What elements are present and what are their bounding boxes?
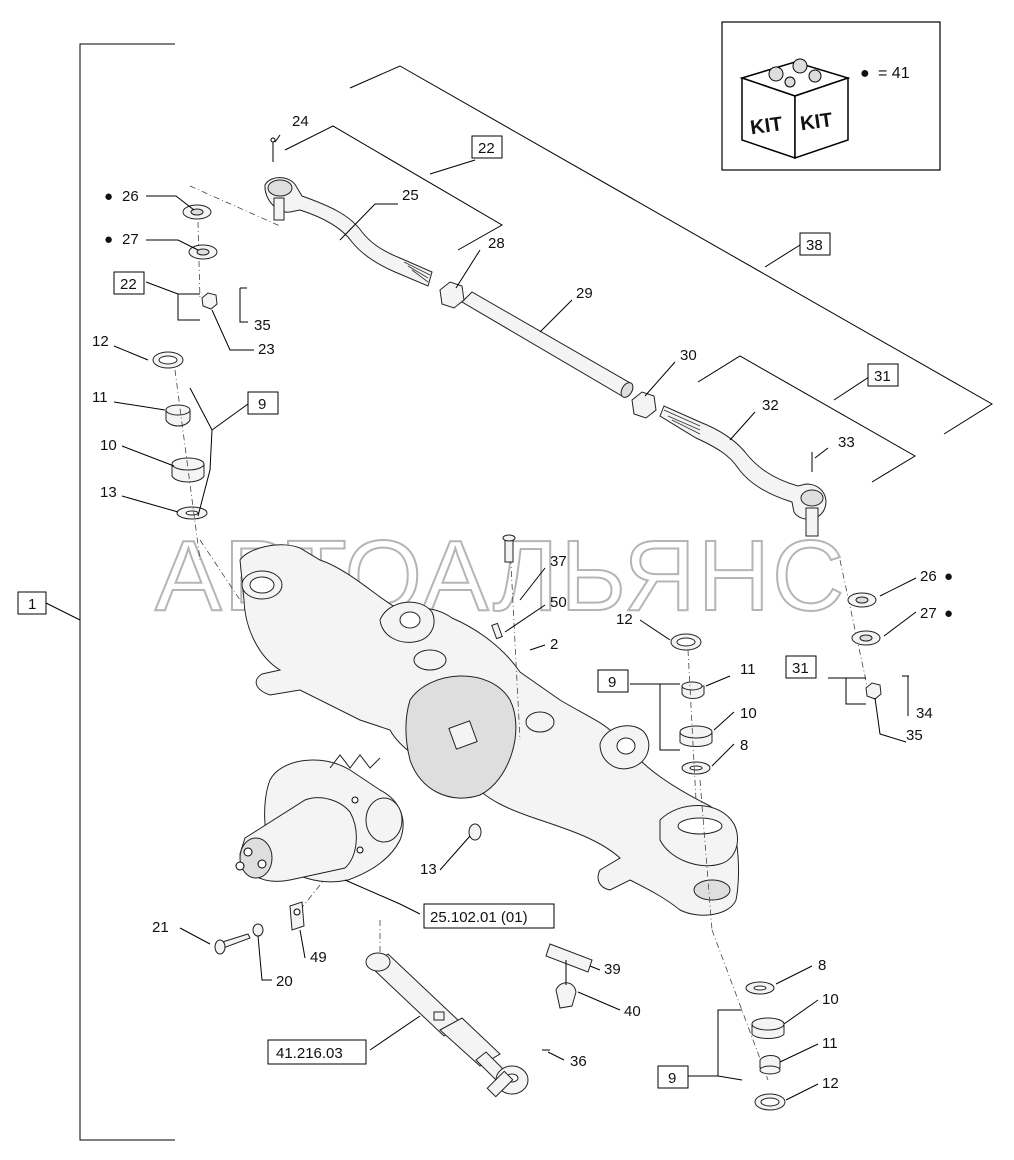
callout-27-left: 27 (122, 231, 139, 248)
callout-13-center: 13 (420, 861, 437, 878)
bracket-39-40 (545, 943, 593, 1009)
callout-36: 36 (570, 1053, 587, 1070)
axis-line-right-lower (711, 929, 769, 1081)
svg-text:9: 9 (608, 674, 616, 691)
svg-text:22: 22 (478, 140, 495, 157)
callout-11-right: 11 (740, 661, 756, 678)
callout-35-right: 35 (906, 727, 923, 744)
plug-13 (468, 823, 482, 841)
callout-13-left: 13 (100, 484, 117, 501)
callout-26-left: 26 (122, 188, 139, 205)
cotter-pin-24 (270, 137, 276, 162)
callout-49: 49 (310, 949, 327, 966)
axis-line-right-upper (839, 559, 869, 691)
callout-27-right: 27 (920, 605, 937, 622)
tie-rod-end-right (659, 405, 827, 537)
callout-10-right: 10 (740, 705, 757, 722)
callout-32: 32 (762, 397, 779, 414)
callout-23: 23 (258, 341, 275, 358)
kit-dot-26-right: ● (944, 568, 953, 585)
group-38-outline (349, 65, 993, 435)
svg-text:31: 31 (792, 660, 809, 677)
kit-label-left: KIT (749, 113, 784, 139)
box-ref-41-216-03: 41.216.03 (267, 1039, 367, 1065)
callout-11-left: 11 (92, 389, 108, 406)
right-seal-stack (847, 592, 909, 700)
box-ref-31-top: 31 (867, 363, 899, 387)
box-ref-9-lower: 9 (657, 1065, 689, 1089)
callout-28: 28 (488, 235, 505, 252)
callout-12-left: 12 (92, 333, 109, 350)
callout-25: 25 (402, 187, 419, 204)
kit-dot-27-left: ● (104, 231, 113, 248)
box-ref-9-right: 9 (597, 669, 629, 693)
right-kingpin-stack-lower (745, 981, 786, 1111)
callout-30: 30 (680, 347, 697, 364)
differential-assembly (235, 754, 404, 883)
box-ref-1: 1 (17, 591, 47, 615)
kit-label-right: KIT (799, 109, 834, 135)
box-ref-22-left: 22 (113, 271, 145, 295)
group-31-outline (697, 355, 916, 483)
callout-2: 2 (550, 636, 558, 653)
callout-33: 33 (838, 434, 855, 451)
svg-text:41.216.03: 41.216.03 (276, 1045, 343, 1062)
box-ref-9-left: 9 (247, 391, 279, 415)
box-ref-25-102-01: 25.102.01 (01) (423, 903, 555, 929)
nut-30 (631, 391, 657, 419)
callout-24: 24 (292, 113, 309, 130)
svg-text:38: 38 (806, 237, 823, 254)
kit-dot-26-left: ● (104, 188, 113, 205)
svg-text:31: 31 (874, 368, 891, 385)
kit-legend-text: = 41 (878, 65, 910, 82)
callout-35-left: 35 (254, 317, 271, 334)
box-ref-22-top: 22 (471, 135, 503, 159)
svg-text:1: 1 (28, 596, 36, 613)
callout-12-lower: 12 (822, 1075, 839, 1092)
callout-12-right: 12 (616, 611, 633, 628)
bolt-37 (502, 534, 516, 563)
kit-legend-marker: ● (860, 65, 870, 82)
callout-10-lower: 10 (822, 991, 839, 1008)
callout-11-lower: 11 (822, 1035, 838, 1052)
main-frame-bracket (45, 43, 175, 1141)
axle-housing (239, 544, 739, 916)
callout-21: 21 (152, 919, 169, 936)
box-ref-31-right: 31 (785, 655, 817, 679)
svg-text:9: 9 (258, 396, 266, 413)
callout-40: 40 (624, 1003, 641, 1020)
callout-20: 20 (276, 973, 293, 990)
kit-legend: KIT KIT ● = 41 (721, 21, 941, 171)
leader-lines (113, 134, 917, 1101)
callout-26-right: 26 (920, 568, 937, 585)
right-kingpin-stack-upper (670, 633, 713, 801)
steering-cylinder (365, 952, 529, 1098)
mount-bolt-group (214, 901, 305, 955)
left-seal-stack (182, 185, 281, 310)
svg-text:22: 22 (120, 276, 137, 293)
callout-29: 29 (576, 285, 593, 302)
nut-28 (439, 281, 465, 309)
grease-nipple-50 (491, 622, 503, 640)
callout-37: 37 (550, 553, 567, 570)
callout-10-left: 10 (100, 437, 117, 454)
callout-39: 39 (604, 961, 621, 978)
left-kingpin-stack (152, 351, 208, 561)
kit-box-icon: KIT KIT (739, 58, 851, 160)
callout-50: 50 (550, 594, 567, 611)
svg-text:9: 9 (668, 1070, 676, 1087)
kit-dots: ● ● ● ● (104, 188, 953, 622)
callout-8-lower: 8 (818, 957, 826, 974)
callout-34: 34 (916, 705, 933, 722)
callout-labels: 24 25 26 27 28 29 30 32 33 35 23 12 11 1… (92, 113, 937, 1092)
group-22-outline (284, 125, 504, 251)
box-ref-38: 38 (799, 232, 831, 256)
callout-8-upper: 8 (740, 737, 748, 754)
kit-dot-27-right: ● (944, 605, 953, 622)
tube-29 (461, 291, 634, 398)
svg-text:25.102.01 (01): 25.102.01 (01) (430, 909, 528, 926)
